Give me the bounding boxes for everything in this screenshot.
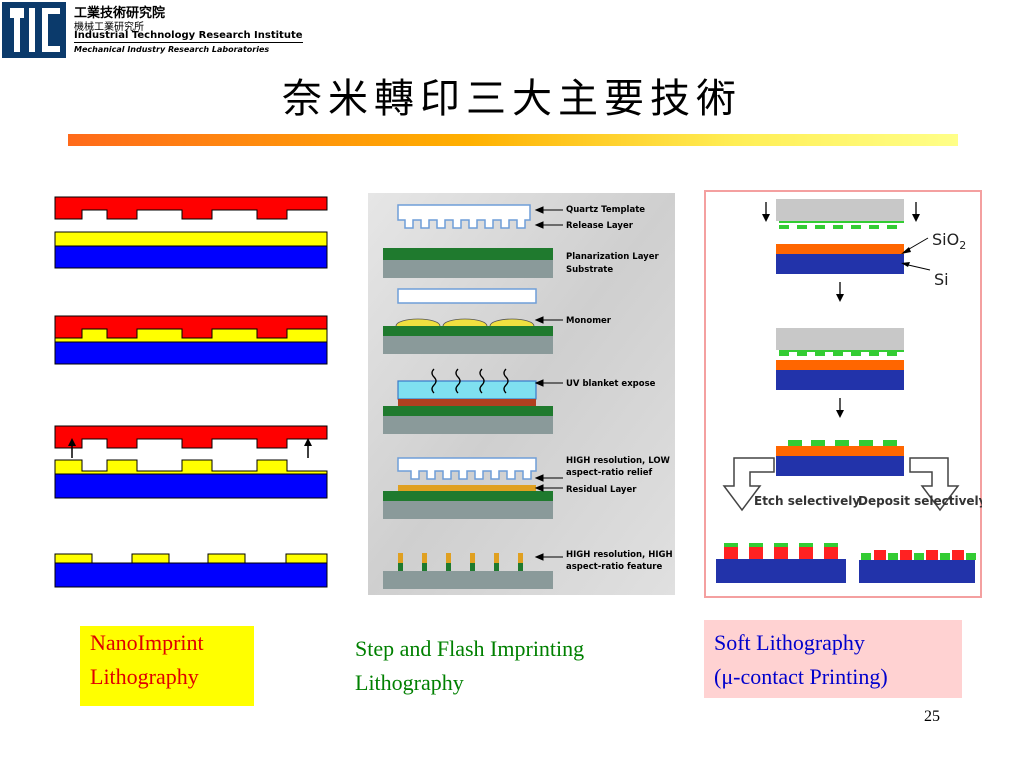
slide-title: 奈米轉印三大主要技術 [282,76,742,122]
nil-process-diagram [54,196,328,588]
sfil-monomer-stage [383,288,553,354]
caption-step-flash: Step and Flash Imprinting Lithography [355,632,675,700]
page-number: 25 [924,708,940,725]
caption-nanoimprint-line1: NanoImprint [90,630,204,655]
label-quartz-template: Quartz Template [566,205,645,215]
label-release-layer: Release Layer [566,221,634,231]
label-monomer: Monomer [566,316,612,326]
soft-printed-stage [776,440,904,476]
sfil-substrate-stage [383,248,553,278]
caption-soft-line1: Soft Lithography [714,630,865,655]
sfil-uv-stage [383,368,553,434]
label-high-high-line2: aspect-ratio feature [566,562,662,572]
label-deposit-selectively: Deposit selectively [858,494,982,508]
soft-deposit-result [859,550,976,583]
label-planarization-layer: Planarization Layer [566,252,659,262]
caption-step-flash-line1: Step and Flash Imprinting [355,636,585,661]
org-name-chinese: 工業技術研究院 [74,6,166,21]
caption-step-flash-line2: Lithography [355,670,464,695]
caption-nanoimprint: NanoImprint Lithography [80,626,254,706]
label-etch-selectively: Etch selectively [754,494,860,508]
sfil-template-stage [397,204,531,229]
nil-step-4 [54,553,328,588]
label-substrate: Substrate [566,265,613,275]
nil-step-2 [54,315,328,365]
sfil-process-diagram: Quartz Template Release Layer Planarizat… [368,193,675,595]
label-residual-layer: Residual Layer [566,485,637,495]
caption-soft-line2: (μ-contact Printing) [714,664,888,689]
dept-name-chinese: 機械工業研究所 [74,22,144,33]
label-sio2: SiO2 [932,230,966,252]
itri-logo-icon [2,2,66,58]
sfil-callout-arrows [534,206,563,561]
dept-name-english: Mechanical Industry Research Laboratorie… [74,45,270,54]
nil-step-1 [54,196,328,269]
header-logo-area: 工業技術研究院 機械工業研究所 Industrial Technology Re… [0,0,303,60]
soft-litho-diagram: SiO2 Si Etch selectively Deposit selecti… [704,190,982,598]
caption-soft-lithography: Soft Lithography (μ-contact Printing) [704,620,962,698]
soft-stamp-stage-2 [776,328,904,390]
title-underline-bar [68,134,958,146]
sfil-relief-stage [383,457,553,519]
soft-stamp-stage-1: SiO2 Si [762,199,966,289]
label-si: Si [934,270,949,289]
label-uv-blanket-expose: UV blanket expose [566,379,656,389]
label-high-low-line1: HIGH resolution, LOW [566,456,671,466]
nil-step-3 [54,425,328,499]
org-name-english: Industrial Technology Research Institute [74,30,303,43]
label-high-low-line2: aspect-ratio relief [566,468,653,478]
sfil-feature-stage [383,553,553,589]
caption-nanoimprint-line2: Lithography [90,664,199,689]
label-high-high-line1: HIGH resolution, HIGH [566,550,673,560]
soft-etch-result [716,543,846,583]
soft-branch-arrows [722,457,960,512]
